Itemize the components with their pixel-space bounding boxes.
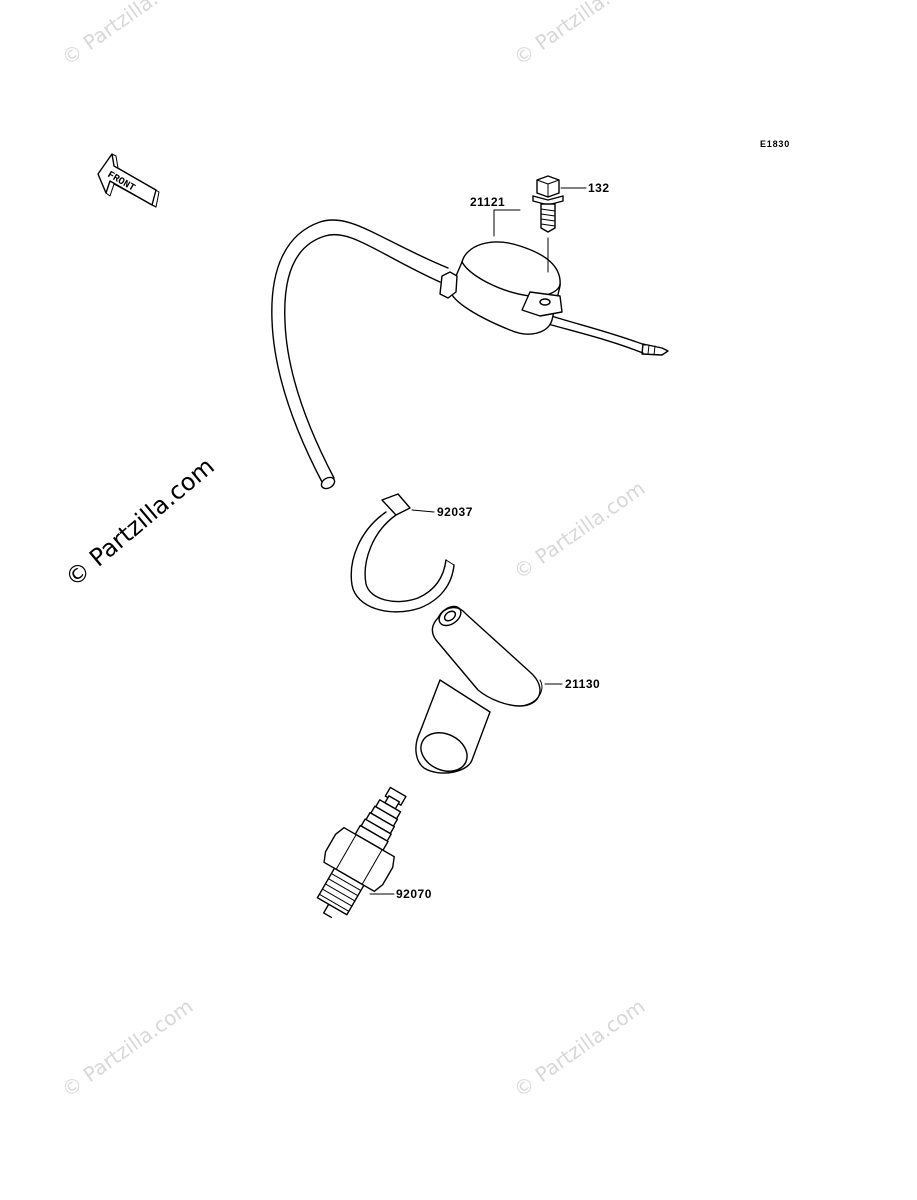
main-watermark: © Partzilla.com xyxy=(60,452,220,592)
part-number-21121: 21121 xyxy=(470,195,505,209)
faint-watermark: © Partzilla.com xyxy=(509,476,649,584)
faint-watermark: © Partzilla.com xyxy=(57,994,197,1102)
spark-plug-cap xyxy=(415,605,563,774)
bolt xyxy=(532,175,587,273)
part-number-132: 132 xyxy=(588,181,610,195)
part-number-92037: 92037 xyxy=(437,505,473,519)
front-arrow-icon: FRONT xyxy=(97,153,160,208)
faint-watermark: © Partzilla.com xyxy=(509,0,649,70)
faint-watermark: © Partzilla.com xyxy=(57,0,197,70)
cable-tie xyxy=(350,493,455,613)
spark-plug xyxy=(316,786,407,919)
faint-watermarks: © Partzilla.com © Partzilla.com © Partzi… xyxy=(57,0,649,1102)
faint-watermark: © Partzilla.com xyxy=(509,994,649,1102)
diagram-code: E1830 xyxy=(760,139,790,149)
ignition-coil xyxy=(439,209,669,356)
part-number-21130: 21130 xyxy=(565,677,600,691)
ht-lead xyxy=(271,219,449,490)
part-number-92070: 92070 xyxy=(396,887,432,901)
